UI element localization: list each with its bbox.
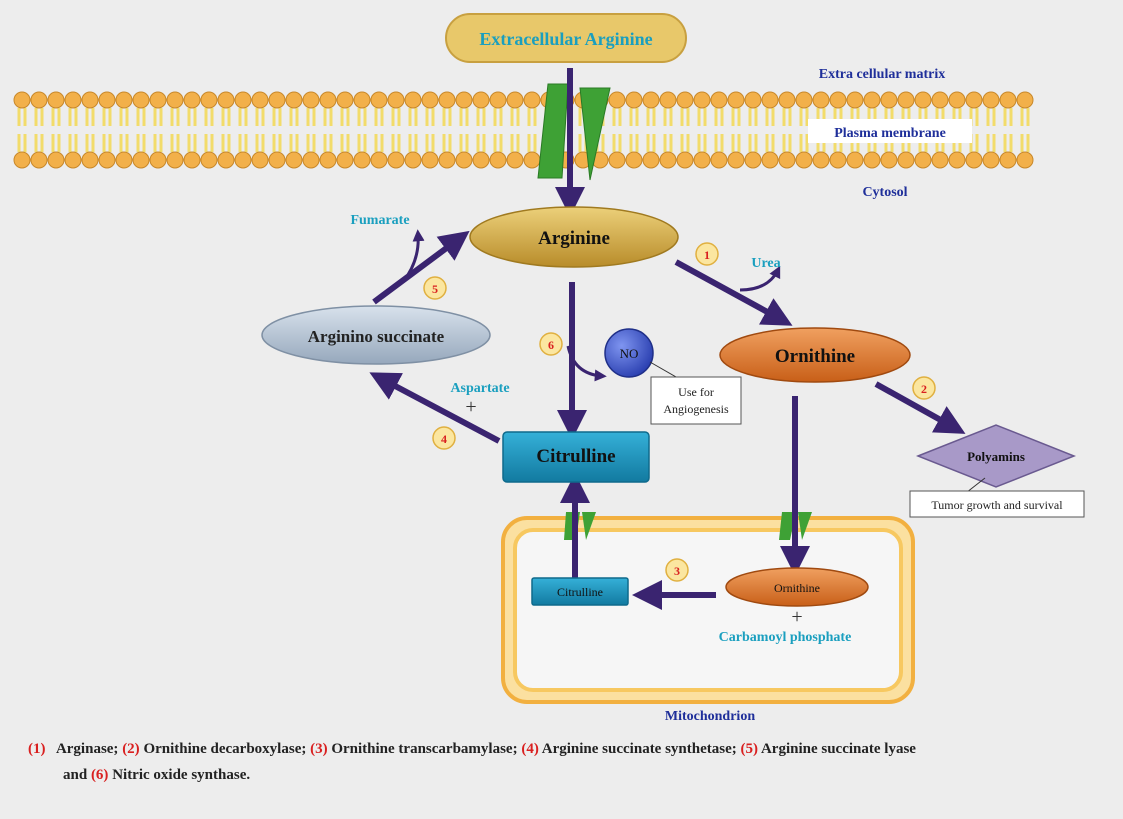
mito-citrulline-node: Citrulline xyxy=(531,577,629,606)
enzyme-number-1: 1 xyxy=(704,248,710,262)
arrow-citrulline-to-argininosuccinate xyxy=(369,372,501,444)
extracellular-arginine-node: Extracellular Arginine xyxy=(445,13,687,63)
enzyme-number-2: 2 xyxy=(921,382,927,396)
citrulline-label: Citrulline xyxy=(536,446,615,467)
plasma-membrane-bilayer xyxy=(13,91,1034,169)
angiogenesis-callout: Use for Angiogenesis xyxy=(650,376,742,425)
legend-and: and xyxy=(63,767,88,783)
arrow-arginine-to-ornithine xyxy=(674,259,793,326)
enzyme-number-5: 5 xyxy=(432,282,438,296)
mitochondrion-label: Mitochondrion xyxy=(665,709,755,724)
argininosuccinate-label: Arginino succinate xyxy=(308,327,445,346)
legend-row-1: (1) Arginase; (2) Ornithine decarboxylas… xyxy=(28,736,1108,762)
arginine-label: Arginine xyxy=(538,228,610,249)
enzyme-badge-6: 6 xyxy=(539,332,563,356)
legend-text-4: Arginine succinate synthetase; xyxy=(541,741,737,757)
no-label: NO xyxy=(620,346,639,361)
no-curl xyxy=(566,345,607,382)
enzyme-number-4: 4 xyxy=(441,432,447,446)
legend-num-5: (5) xyxy=(740,741,759,757)
side-product-curls xyxy=(401,229,781,382)
mito-ornithine-label: Ornithine xyxy=(774,581,820,595)
legend-text-6: Nitric oxide synthase. xyxy=(112,767,251,783)
polyamins-label: Polyamins xyxy=(967,449,1025,464)
ornithine-label: Ornithine xyxy=(775,346,855,367)
mito-citrulline-label: Citrulline xyxy=(557,585,603,599)
transporter-channel xyxy=(537,83,611,181)
plus-sign-carbamoyl: + xyxy=(791,606,802,628)
arginine-node: Arginine xyxy=(469,206,679,268)
carbamoyl-phosphate-label: Carbamoyl phosphate xyxy=(719,630,852,645)
arrow-ornithine-to-polyamins xyxy=(874,381,966,434)
citrulline-node: Citrulline xyxy=(502,431,650,483)
enzyme-badge-3: 3 xyxy=(665,558,689,582)
tumor-growth-label: Tumor growth and survival xyxy=(931,498,1063,512)
mitochondrion: Mitochondrion xyxy=(501,516,915,724)
plus-sign-aspartate: + xyxy=(465,396,476,418)
enzyme-badge-1: 1 xyxy=(695,242,719,266)
enzyme-badge-4: 4 xyxy=(432,426,456,450)
legend-row-2: and (6) Nitric oxide synthase. xyxy=(28,762,1108,788)
plasma-membrane-label: Plasma membrane xyxy=(834,126,946,141)
urea-label: Urea xyxy=(751,256,780,271)
mito-ornithine-node: Ornithine xyxy=(725,567,869,607)
legend-num-2: (2) xyxy=(122,741,140,757)
fumarate-curl xyxy=(401,229,425,283)
legend-num-6: (6) xyxy=(90,767,109,783)
extracellular-arginine-label: Extracellular Arginine xyxy=(479,29,652,49)
polyamins-node: Polyamins xyxy=(915,424,1077,488)
enzyme-badge-5: 5 xyxy=(423,276,447,300)
urea-curl xyxy=(739,265,781,292)
extracellular-matrix-label: Extra cellular matrix xyxy=(819,67,946,82)
enzyme-badges: 1 2 3 4 5 6 xyxy=(423,242,936,582)
enzyme-number-6: 6 xyxy=(548,338,554,352)
enzyme-number-3: 3 xyxy=(674,564,680,578)
legend-text-1: Arginase; xyxy=(55,741,119,757)
no-node: NO xyxy=(604,328,654,378)
plasma-membrane-label-bg xyxy=(808,119,972,143)
argininosuccinate-node: Arginino succinate xyxy=(261,305,491,365)
angiogenesis-line2: Angiogenesis xyxy=(663,402,729,416)
arrow-argininosuccinate-to-arginine xyxy=(372,230,470,305)
legend-num-3: (3) xyxy=(310,741,328,757)
mito-transporter-ornithine xyxy=(779,512,812,540)
legend-text-3: Ornithine transcarbamylase; xyxy=(331,741,518,757)
ornithine-node: Ornithine xyxy=(719,327,911,383)
legend-text-5: Arginine succinate lyase xyxy=(760,741,916,757)
enzyme-legend: (1) Arginase; (2) Ornithine decarboxylas… xyxy=(28,736,1108,788)
enzyme-badge-2: 2 xyxy=(912,376,936,400)
aspartate-label: Aspartate xyxy=(450,381,509,396)
legend-text-2: Ornithine decarboxylase; xyxy=(143,741,307,757)
legend-num-1: (1) xyxy=(28,741,46,757)
tumor-growth-callout: Tumor growth and survival xyxy=(909,490,1085,518)
legend-num-4: (4) xyxy=(521,741,539,757)
fumarate-label: Fumarate xyxy=(350,213,409,228)
cytosol-label: Cytosol xyxy=(862,185,907,200)
angiogenesis-line1: Use for xyxy=(678,385,714,399)
